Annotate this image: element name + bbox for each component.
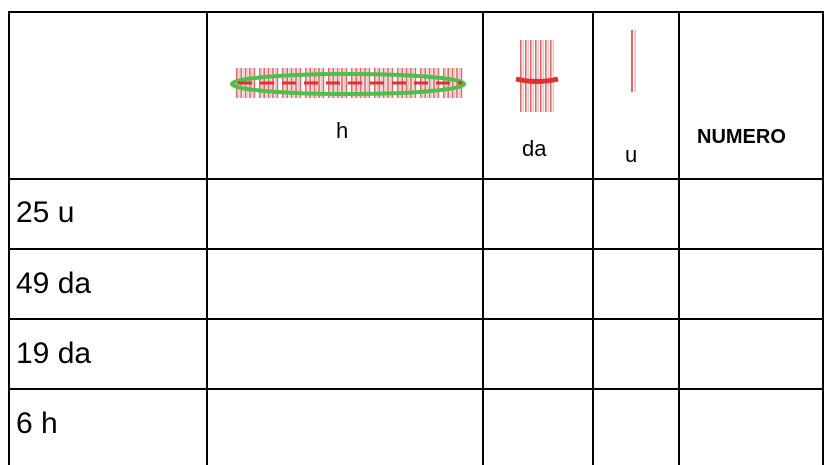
hundred-bundle-icon xyxy=(230,68,466,98)
column-divider-1 xyxy=(206,11,208,465)
answer-cell[interactable] xyxy=(484,180,592,248)
row-label-3: 19 da xyxy=(16,337,92,370)
answer-cell[interactable] xyxy=(680,180,822,248)
column-divider-4 xyxy=(678,11,680,465)
row-divider-1 xyxy=(8,178,824,180)
ten-bundle-icon xyxy=(515,40,559,112)
row-label-2: 49 da xyxy=(16,267,92,300)
table-border-right xyxy=(822,11,824,465)
row-divider-2 xyxy=(8,248,824,250)
row-label-4: 6 h xyxy=(16,407,58,440)
column-divider-3 xyxy=(592,11,594,465)
row-label-1: 25 u xyxy=(16,196,75,229)
table-border-top xyxy=(8,11,824,13)
column-divider-2 xyxy=(482,11,484,465)
answer-cell[interactable] xyxy=(208,180,482,248)
table-border-left xyxy=(8,11,10,465)
row-divider-3 xyxy=(8,318,824,320)
header-units-label: u xyxy=(625,142,638,167)
single-stick-icon xyxy=(631,30,636,92)
header-hundreds-label: h xyxy=(336,118,349,143)
header-numero: NUMERO xyxy=(697,126,786,148)
header-tens-label: da xyxy=(522,136,547,161)
answer-cell[interactable] xyxy=(594,180,678,248)
row-divider-4 xyxy=(8,388,824,390)
